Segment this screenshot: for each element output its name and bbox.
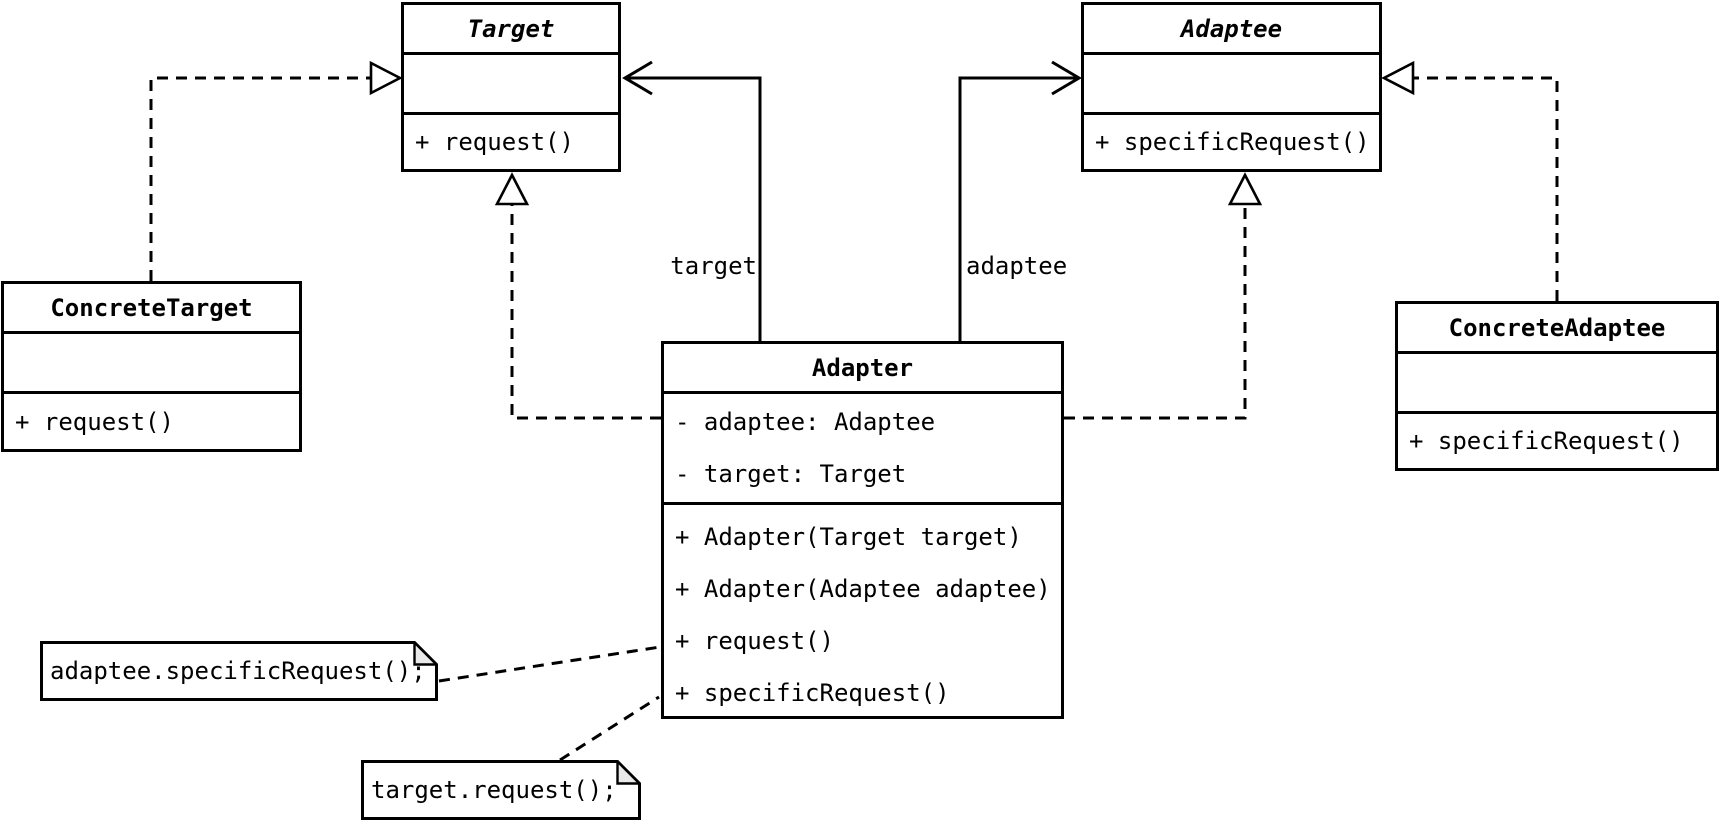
realization-adapter-to-adaptee	[1064, 172, 1263, 420]
folded-corner-icon	[616, 758, 643, 785]
hollow-triangle-arrow-icon	[1381, 60, 1415, 96]
class-concreteadaptee-methods: + specificRequest()	[1398, 414, 1716, 468]
class-target-name: Target	[404, 5, 618, 55]
class-concreteadaptee-attributes-empty	[1398, 354, 1716, 414]
association-label-adaptee: adaptee	[966, 252, 1068, 280]
hollow-triangle-arrow-icon	[494, 172, 530, 206]
attribute-adaptee: - adaptee: Adaptee	[675, 408, 936, 436]
method-specificrequest: + specificRequest()	[1409, 427, 1684, 455]
open-arrowhead-icon	[1051, 60, 1082, 96]
class-concreteadaptee: ConcreteAdaptee + specificRequest()	[1395, 301, 1719, 471]
note-link-to-specificrequest-method	[559, 695, 660, 762]
class-adapter-name: Adapter	[664, 344, 1061, 394]
class-target-methods: + request()	[404, 115, 618, 169]
note-link-to-request-method	[438, 645, 661, 683]
class-adaptee-name: Adaptee	[1084, 5, 1379, 55]
class-concretetarget-name: ConcreteTarget	[4, 284, 299, 334]
class-adapter-methods: + Adapter(Target target) + Adapter(Adapt…	[664, 505, 1061, 719]
method-request: + request()	[675, 627, 834, 655]
class-adapter-attributes: - adaptee: Adaptee - target: Target	[664, 394, 1061, 505]
association-adapter-to-target	[622, 60, 762, 341]
realization-concreteadaptee-to-adaptee	[1381, 60, 1559, 301]
note-text: adaptee.specificRequest();	[50, 657, 426, 685]
class-adaptee-attributes-empty	[1084, 55, 1379, 115]
realization-concretetarget-to-target	[149, 60, 403, 281]
method-specificrequest: + specificRequest()	[675, 679, 950, 707]
class-adaptee-methods: + specificRequest()	[1084, 115, 1379, 169]
constructor-adaptee: + Adapter(Adaptee adaptee)	[675, 575, 1051, 603]
association-adapter-to-adaptee	[958, 60, 1082, 341]
realization-adapter-to-target	[494, 172, 661, 420]
note-text: target.request();	[371, 776, 617, 804]
class-concretetarget-attributes-empty	[4, 334, 299, 394]
note-adaptee-specificrequest: adaptee.specificRequest();	[40, 639, 440, 701]
class-concretetarget-methods: + request()	[4, 394, 299, 449]
constructor-target: + Adapter(Target target)	[675, 523, 1022, 551]
method-request: + request()	[415, 128, 574, 156]
attribute-target: - target: Target	[675, 460, 907, 488]
note-outline	[361, 758, 643, 820]
class-concretetarget: ConcreteTarget + request()	[1, 281, 302, 452]
class-adaptee: Adaptee + specificRequest()	[1081, 2, 1382, 172]
method-specificrequest: + specificRequest()	[1095, 128, 1370, 156]
class-target-attributes-empty	[404, 55, 618, 115]
open-arrowhead-icon	[622, 60, 653, 96]
note-target-request: target.request();	[361, 758, 643, 820]
class-target: Target + request()	[401, 2, 621, 172]
class-concreteadaptee-name: ConcreteAdaptee	[1398, 304, 1716, 354]
method-request: + request()	[15, 407, 174, 436]
hollow-triangle-arrow-icon	[1227, 172, 1263, 206]
hollow-triangle-arrow-icon	[369, 60, 403, 96]
note-outline	[40, 639, 440, 701]
association-label-target: target	[670, 252, 757, 280]
folded-corner-icon	[413, 639, 440, 666]
class-adapter: Adapter - adaptee: Adaptee - target: Tar…	[661, 341, 1064, 719]
